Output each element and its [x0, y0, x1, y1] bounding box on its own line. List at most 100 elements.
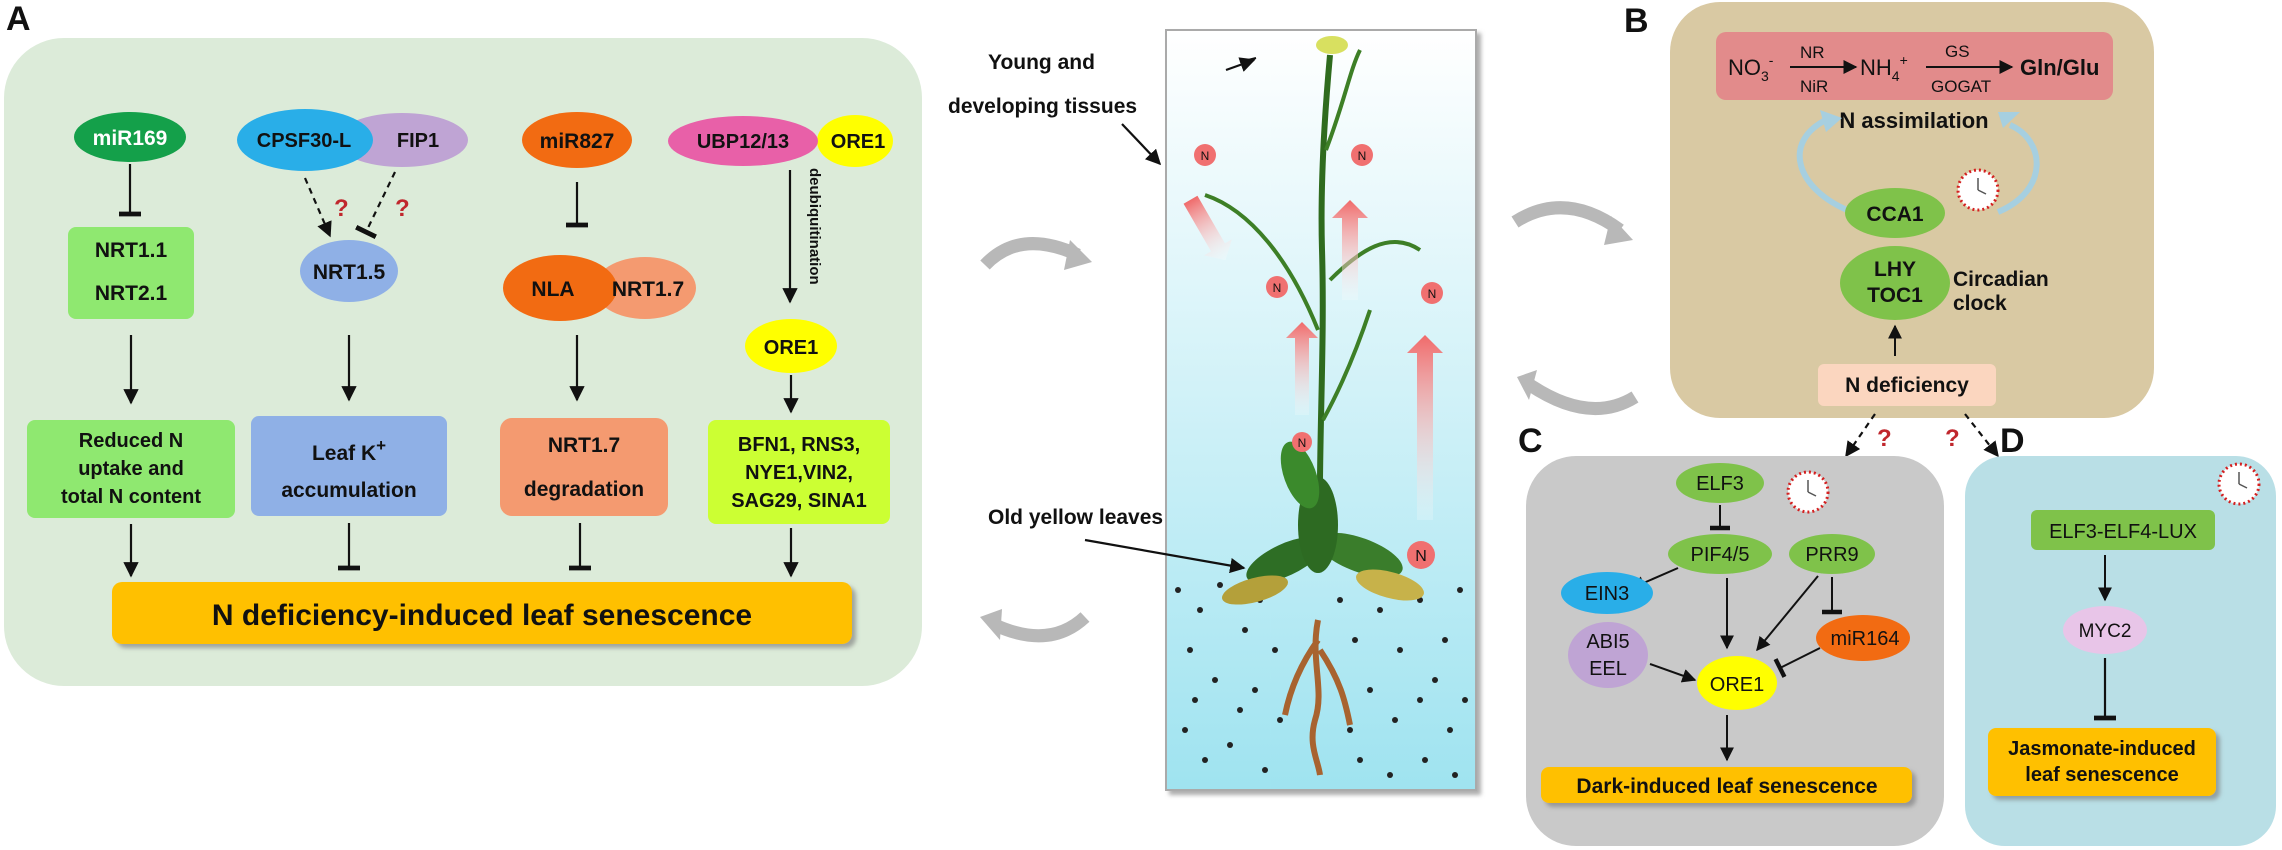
clock-icon-c — [1786, 470, 1830, 514]
fip1-label: FIP1 — [397, 130, 439, 152]
n-assimilation-box — [1716, 32, 2113, 100]
ore1-c-node — [1697, 656, 1777, 710]
abi5-to-ore1 — [1649, 663, 1697, 683]
feedback-arrow-right — [1996, 122, 2040, 215]
nrt21-label: NRT2.1 — [95, 282, 168, 305]
lhy-label: LHY — [1874, 258, 1916, 281]
panel-d: D ELF3-ELF4-LUX MYC2 Jasmonate-induced l… — [1965, 422, 2276, 846]
mir164-node — [1816, 615, 1910, 661]
n-assimilation-label: N assimilation — [1839, 108, 1988, 133]
mir164-label: miR164 — [1831, 628, 1900, 650]
old-leaves-pointer — [1084, 538, 1246, 574]
pathway-cpsf30: CPSF30-L FIP1 ? ? NRT1.5 Leaf K+ accumul… — [237, 109, 468, 571]
leaf-k-box — [251, 416, 447, 516]
nutrient-flow-arrow-4 — [1407, 335, 1443, 520]
plant-branch-right — [1328, 239, 1422, 282]
cycle-arrowhead-right-top — [1604, 216, 1633, 245]
nrt15-node — [300, 240, 398, 302]
nutrient-flow-arrow-1 — [1183, 195, 1232, 261]
targets-line1: BFN1, RNS3, — [738, 434, 860, 456]
pathway-mir827: miR827 NLA NRT1.7 NRT1.7 degradation — [500, 112, 696, 571]
reduced-n-uptake-box — [27, 420, 235, 518]
ein3-node — [1561, 572, 1653, 614]
cca1-node — [1845, 188, 1945, 238]
plant-illustration: N N N N N N Young and developing tissues… — [948, 29, 1477, 791]
young-tissues-pointer-short — [1225, 57, 1256, 72]
clock-icon-b — [1956, 168, 2000, 212]
dashed-arrow-to-c — [1845, 413, 1876, 458]
ore1-targets-box — [708, 420, 890, 524]
toc1-label: TOC1 — [1867, 284, 1923, 307]
elf3-node — [1676, 463, 1764, 503]
nutrient-flow-arrow-3 — [1286, 322, 1318, 415]
prr9-label: PRR9 — [1805, 544, 1858, 566]
ore1-c-label: ORE1 — [1710, 674, 1764, 696]
nrt17-degradation-box — [500, 418, 668, 516]
ubp12-label: UBP12/13 — [697, 131, 789, 153]
ubp12-node — [668, 116, 818, 166]
plant-stem-main — [1316, 54, 1333, 561]
outcome1-line2: uptake and — [78, 458, 184, 480]
n-marker-2: N — [1358, 149, 1367, 163]
clock-icon-d — [2217, 462, 2261, 506]
abi5-label: ABI5 — [1586, 631, 1629, 653]
cycle-arrow-right-top — [1511, 201, 1624, 236]
dark-senescence-box — [1541, 767, 1912, 803]
nrt17-node-label: NRT1.7 — [612, 278, 684, 301]
ein3-label: EIN3 — [1585, 583, 1629, 605]
panel-c: C ELF3 PIF4/5 PRR9 EIN3 ABI5 EEL miR164 … — [1518, 422, 1944, 846]
panel-d-result-line1: Jasmonate-induced — [2008, 738, 2196, 760]
panel-d-result-line2: leaf senescence — [2025, 764, 2178, 786]
targets-line2: NYE1,VIN2, — [745, 462, 853, 484]
pathway-mir169: miR169 NRT1.1 NRT2.1 Reduced N uptake an… — [27, 112, 235, 578]
outcome2-line2: accumulation — [281, 479, 416, 502]
mir164-inhibit-ore1 — [1773, 647, 1821, 678]
panel-a: A miR169 NRT1.1 NRT2.1 Reduced N uptake … — [4, 0, 922, 686]
plant-branch-top — [1324, 49, 1362, 151]
mir827-label: miR827 — [540, 130, 615, 153]
cycle-arrows — [980, 201, 1639, 643]
young-tissues-line1: Young and — [988, 51, 1095, 74]
panel-a-result: N deficiency-induced leaf senescence — [212, 599, 752, 632]
unknown-mark-right: ? — [395, 195, 410, 222]
cycle-arrowhead-right-bottom — [1517, 370, 1537, 400]
n-deficiency-box — [1818, 364, 1996, 406]
cycle-arrowhead-left-bottom — [980, 609, 1002, 640]
plant-roots — [1282, 619, 1353, 776]
outcome1-line1: Reduced N — [79, 430, 183, 452]
young-tissues-pointer — [1121, 123, 1162, 166]
n-deficiency-label: N deficiency — [1845, 374, 1969, 397]
nrt11-label: NRT1.1 — [95, 239, 168, 262]
ammonium-label: NH4+ — [1860, 52, 1908, 84]
circadian-label-line1: Circadian — [1953, 268, 2049, 291]
n-marker-5: N — [1298, 436, 1307, 450]
eel-label: EEL — [1589, 658, 1627, 680]
cycle-arrow-left-top — [980, 237, 1081, 270]
unknown-mark-left: ? — [334, 195, 349, 222]
cycle-arrowhead-left-top — [1064, 240, 1092, 270]
lhy-toc1-node — [1840, 246, 1950, 320]
panel-a-background — [4, 38, 922, 686]
nitrate-label: NO3- — [1728, 52, 1774, 84]
unknown-mark-d: ? — [1945, 425, 1960, 452]
panel-b-label: B — [1624, 2, 1649, 40]
ore1-top-label: ORE1 — [831, 131, 885, 153]
enzyme-nr: NR — [1800, 43, 1825, 62]
targets-line3: SAG29, SINA1 — [731, 490, 867, 512]
feedback-arrowhead-left — [1820, 110, 1842, 132]
gln-glu-label: Gln/Glu — [2020, 55, 2099, 80]
enzyme-nir: NiR — [1800, 77, 1828, 96]
panel-c-label: C — [1518, 422, 1543, 460]
circadian-label-line2: clock — [1953, 292, 2007, 315]
nutrient-flow-arrow-2 — [1332, 200, 1368, 300]
prr9-node — [1789, 534, 1875, 574]
mir827-node — [522, 112, 632, 168]
pathway-ubp12: UBP12/13 ORE1 deubiquitination ORE1 BFN1… — [668, 115, 893, 578]
elf3-elf4-lux-label: ELF3-ELF4-LUX — [2049, 521, 2197, 543]
cpsf30-label: CPSF30-L — [257, 130, 351, 152]
panel-c-result: Dark-induced leaf senescence — [1576, 775, 1877, 798]
cycle-arrow-left-bottom — [992, 612, 1090, 643]
outcome2-line1: Leaf K+ — [312, 436, 386, 465]
plant-leaf-mid — [1280, 441, 1320, 509]
